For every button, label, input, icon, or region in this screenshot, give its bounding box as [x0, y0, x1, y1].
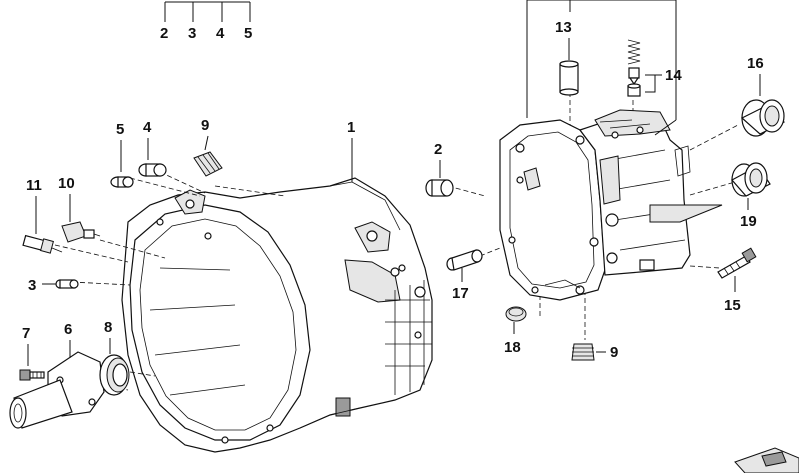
callout-3-top: 3	[188, 25, 196, 42]
part-19-seal-ring	[731, 162, 771, 197]
callout-5: 5	[116, 121, 124, 138]
part-7-bolt	[19, 369, 45, 381]
part-11-sensor	[22, 234, 63, 254]
callout-16: 16	[747, 55, 764, 72]
callout-10: 10	[58, 175, 75, 192]
part-17-dowel	[446, 249, 483, 271]
group-bracket-2-5	[164, 1, 251, 22]
part-16-seal-ring	[740, 99, 785, 137]
part-6-guide-tube	[9, 351, 105, 429]
bell-housing	[121, 177, 433, 453]
callout-2: 2	[434, 141, 442, 158]
callout-19: 19	[740, 213, 757, 230]
part-9-plug-left	[193, 151, 223, 177]
callout-7: 7	[22, 325, 30, 342]
transmission-case	[499, 109, 723, 301]
group-bracket-13-14	[526, 0, 677, 118]
part-9-plug-right	[571, 343, 595, 361]
part-13-sleeve	[559, 60, 579, 96]
callout-9-left: 9	[201, 117, 209, 134]
callout-17: 17	[452, 285, 469, 302]
part-3-pin	[55, 279, 79, 289]
callout-6: 6	[64, 321, 72, 338]
part-10-switch	[61, 221, 101, 243]
part-5-sleeve	[110, 176, 134, 188]
callout-1: 1	[347, 119, 355, 136]
callout-18: 18	[504, 339, 521, 356]
callout-15: 15	[724, 297, 741, 314]
part-8-seal	[99, 354, 130, 396]
callout-13: 13	[555, 19, 572, 36]
callout-8: 8	[104, 319, 112, 336]
part-4-sleeve	[138, 163, 167, 177]
diagram-corner-mark	[734, 447, 799, 473]
part-2-dowel	[425, 179, 454, 197]
callout-5-top: 5	[244, 25, 252, 42]
part-18-cap	[505, 306, 527, 322]
callout-4: 4	[143, 119, 152, 136]
callout-2-top: 2	[160, 25, 168, 42]
callout-3: 3	[28, 277, 36, 294]
part-15-bolt	[717, 247, 757, 279]
callout-14: 14	[665, 67, 682, 84]
callout-9-right: 9	[610, 344, 618, 361]
callout-11: 11	[26, 177, 42, 194]
part-14-detent	[627, 39, 641, 97]
callout-4-top: 4	[216, 25, 225, 42]
